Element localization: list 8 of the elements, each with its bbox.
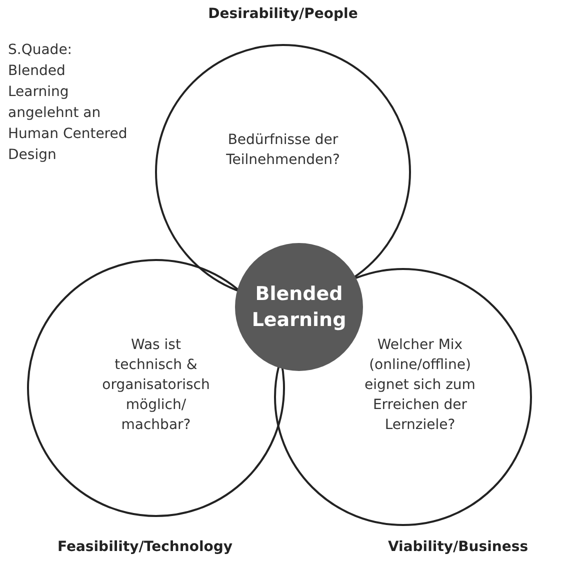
circle-heading: Viability/Business <box>388 539 528 555</box>
circle-heading: Feasibility/Technology <box>57 539 233 555</box>
question-text: Was ist technisch & organisatorisch möglich/ machbar? <box>101 336 211 435</box>
question-text: Bedürfnisse der Teilnehmenden? <box>225 131 341 170</box>
question-text: Welcher Mix (online/offline) eignet sich zum Erreichen der Lernziele? <box>364 336 476 435</box>
center-title: Blended Learning <box>250 282 348 333</box>
circle-heading: Desirability/People <box>208 6 358 22</box>
author-note: S.Quade: Blended Learning angelehnt an Human Centered Design <box>8 41 128 165</box>
